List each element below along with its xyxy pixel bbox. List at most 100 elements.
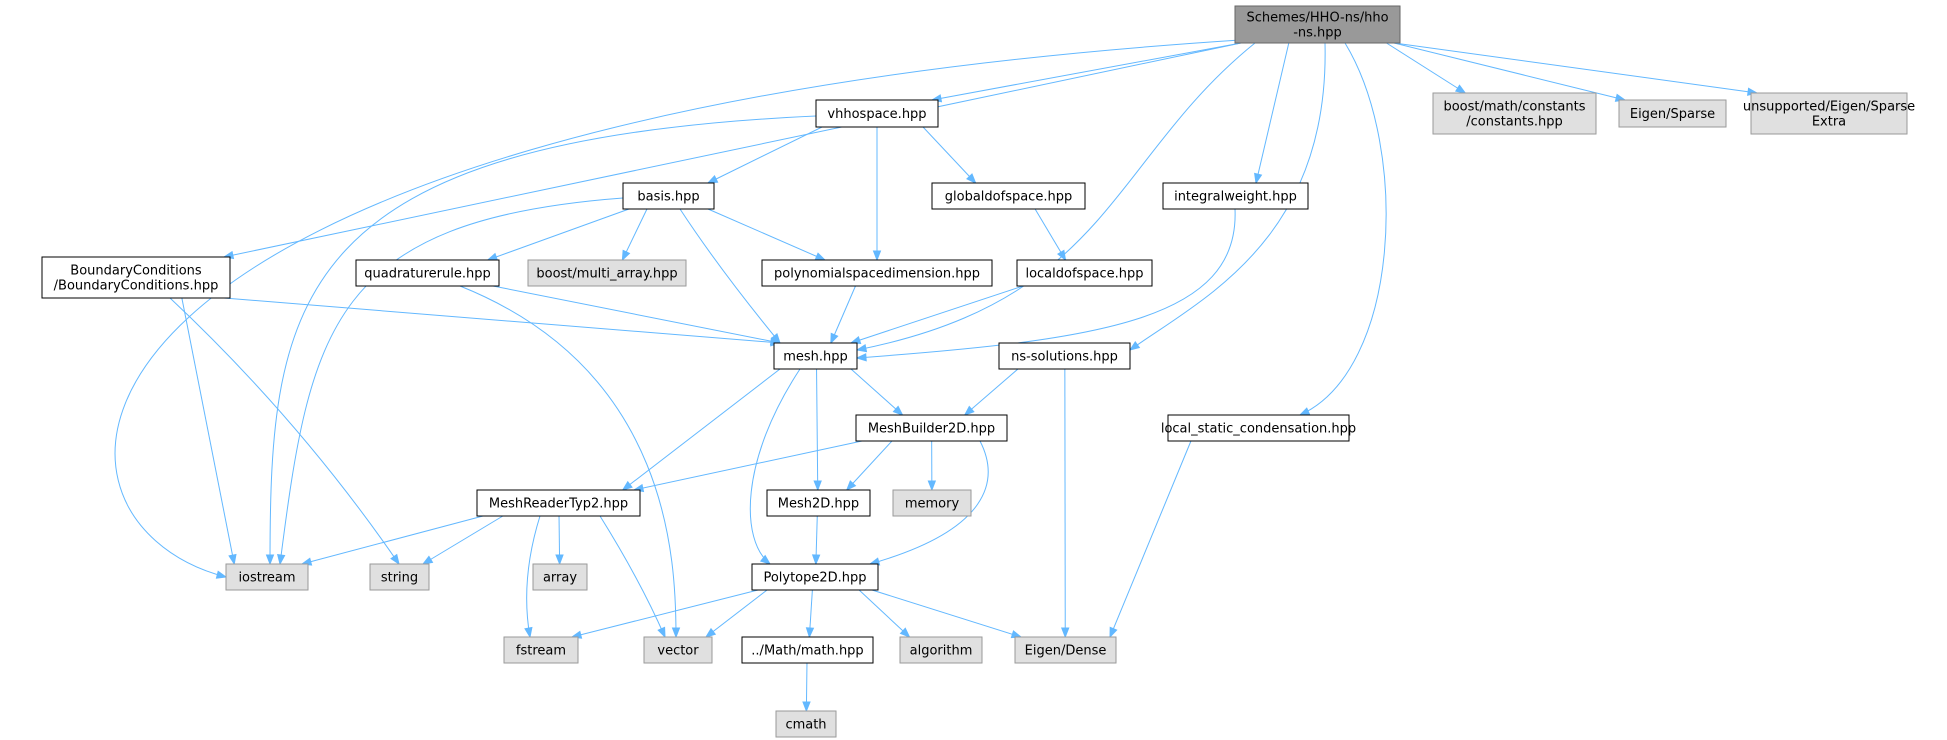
edge-line — [1393, 42, 1758, 94]
node-math[interactable]: ../Math/math.hpp — [741, 636, 874, 664]
node-localdofspace[interactable]: localdofspace.hpp — [1016, 259, 1153, 287]
edge-line — [869, 440, 989, 565]
edge-arrowhead — [1061, 627, 1070, 639]
edge-mesh-to-polytope2d — [749, 368, 801, 565]
edge-line — [850, 285, 1024, 344]
edge-arrowhead — [927, 480, 937, 492]
node-label: localdofspace.hpp — [1025, 267, 1143, 282]
node-vector: vector — [643, 636, 713, 664]
edge-line — [1129, 42, 1326, 351]
node-mesh[interactable]: mesh.hpp — [773, 342, 858, 370]
edge-arrowhead — [855, 344, 868, 353]
edge-line — [858, 589, 910, 638]
node-vhhospace[interactable]: vhhospace.hpp — [815, 99, 939, 128]
node-label: /BoundaryConditions.hpp — [54, 279, 219, 294]
edge-line — [1299, 42, 1387, 416]
edge-arrowhead — [1057, 249, 1067, 262]
edge-polytope2d-to-fstream — [570, 589, 759, 639]
node-box — [1750, 92, 1908, 135]
edge-line — [679, 208, 781, 344]
node-label: cmath — [785, 718, 826, 733]
node-string: string — [369, 563, 430, 591]
edge-line — [846, 440, 893, 491]
edge-arrowhead — [706, 175, 719, 184]
edge-line — [526, 515, 541, 638]
node-fstream: fstream — [503, 636, 579, 664]
edge-ns_solutions-to-meshbuilder2d — [963, 368, 1019, 416]
edge-arrowhead — [759, 554, 772, 565]
edge-line — [1393, 42, 1626, 101]
edge-root-to-local_static — [1298, 42, 1387, 416]
edge-line — [816, 368, 819, 491]
node-box — [766, 489, 871, 517]
edge-globaldofspace-to-localdofspace — [1034, 208, 1067, 262]
edge-mesh-to-meshreader — [621, 368, 781, 491]
node-meshbuilder2d[interactable]: MeshBuilder2D.hpp — [855, 414, 1008, 442]
node-label: array — [543, 571, 577, 586]
node-box — [998, 342, 1131, 370]
edge-arrowhead — [265, 554, 275, 566]
edge-arrowhead — [1454, 84, 1467, 94]
edge-line — [633, 440, 863, 491]
edge-line — [871, 589, 1022, 638]
node-polytope2d[interactable]: Polytope2D.hpp — [751, 563, 879, 591]
edge-arrowhead — [899, 627, 911, 638]
edge-line — [931, 42, 1242, 101]
node-integralweight[interactable]: integralweight.hpp — [1162, 182, 1309, 210]
edge-arrowhead — [671, 627, 681, 639]
node-ns_solutions[interactable]: ns-solutions.hpp — [998, 342, 1131, 370]
edge-localdofspace-to-mesh — [849, 285, 1024, 345]
node-box — [931, 182, 1086, 210]
node-box — [1014, 636, 1117, 664]
node-meshreader[interactable]: MeshReaderTyp2.hpp — [476, 489, 641, 517]
edge-line — [707, 126, 823, 184]
edge-line — [707, 208, 826, 261]
edge-integralweight-to-mesh — [855, 208, 1236, 362]
edge-line — [169, 297, 400, 565]
node-mesh2d[interactable]: Mesh2D.hpp — [766, 489, 871, 517]
edge-line — [279, 197, 624, 565]
edge-basis-to-multi_array — [621, 208, 648, 262]
edge-arrowhead — [814, 252, 827, 261]
edge-arrowhead — [228, 553, 237, 566]
node-root[interactable]: Schemes/HHO-ns/hho-ns.hpp — [1234, 5, 1401, 44]
edge-line — [830, 285, 856, 344]
node-box — [532, 563, 588, 591]
node-label: -ns.hpp — [1293, 26, 1342, 41]
edge-basis-to-quadraturerule — [486, 208, 630, 261]
node-box — [643, 636, 713, 664]
edge-mesh-to-mesh2d — [813, 368, 822, 492]
edge-line — [856, 42, 1256, 351]
edge-line — [269, 115, 817, 565]
node-array: array — [532, 563, 588, 591]
node-label: basis.hpp — [637, 190, 699, 205]
edge-arrowhead — [802, 701, 811, 713]
node-label: polynomialspacedimension.hpp — [774, 267, 980, 282]
node-box — [775, 710, 837, 738]
node-algorithm: algorithm — [899, 636, 983, 664]
node-globaldofspace[interactable]: globaldofspace.hpp — [931, 182, 1086, 210]
node-label: /constants.hpp — [1466, 115, 1563, 130]
edge-line — [749, 368, 801, 565]
edge-arrowhead — [621, 249, 631, 262]
edge-meshbuilder2d-to-polytope2d — [868, 440, 989, 566]
node-multi_array: boost/multi_array.hpp — [527, 259, 687, 287]
node-box — [1234, 5, 1401, 44]
node-box — [773, 342, 858, 370]
node-polynomialspacedimension[interactable]: polynomialspacedimension.hpp — [761, 259, 993, 287]
node-basis[interactable]: basis.hpp — [622, 182, 715, 210]
edge-arrowhead — [277, 554, 286, 566]
node-boundaryconditions[interactable]: BoundaryConditions/BoundaryConditions.hp… — [41, 256, 231, 299]
edge-arrowhead — [855, 353, 867, 362]
edge-arrowhead — [421, 555, 434, 565]
edge-line — [459, 285, 677, 638]
node-quadraturerule[interactable]: quadraturerule.hpp — [355, 259, 500, 287]
edge-basis-to-polynomialspacedimension — [707, 208, 827, 261]
node-box — [899, 636, 983, 664]
edge-arrowhead — [621, 480, 633, 491]
edge-ns_solutions-to-eigen_dense — [1061, 368, 1070, 639]
node-label: vector — [657, 644, 699, 659]
node-local_static[interactable]: local_static_condensation.hpp — [1161, 414, 1356, 442]
edge-line — [487, 208, 630, 261]
